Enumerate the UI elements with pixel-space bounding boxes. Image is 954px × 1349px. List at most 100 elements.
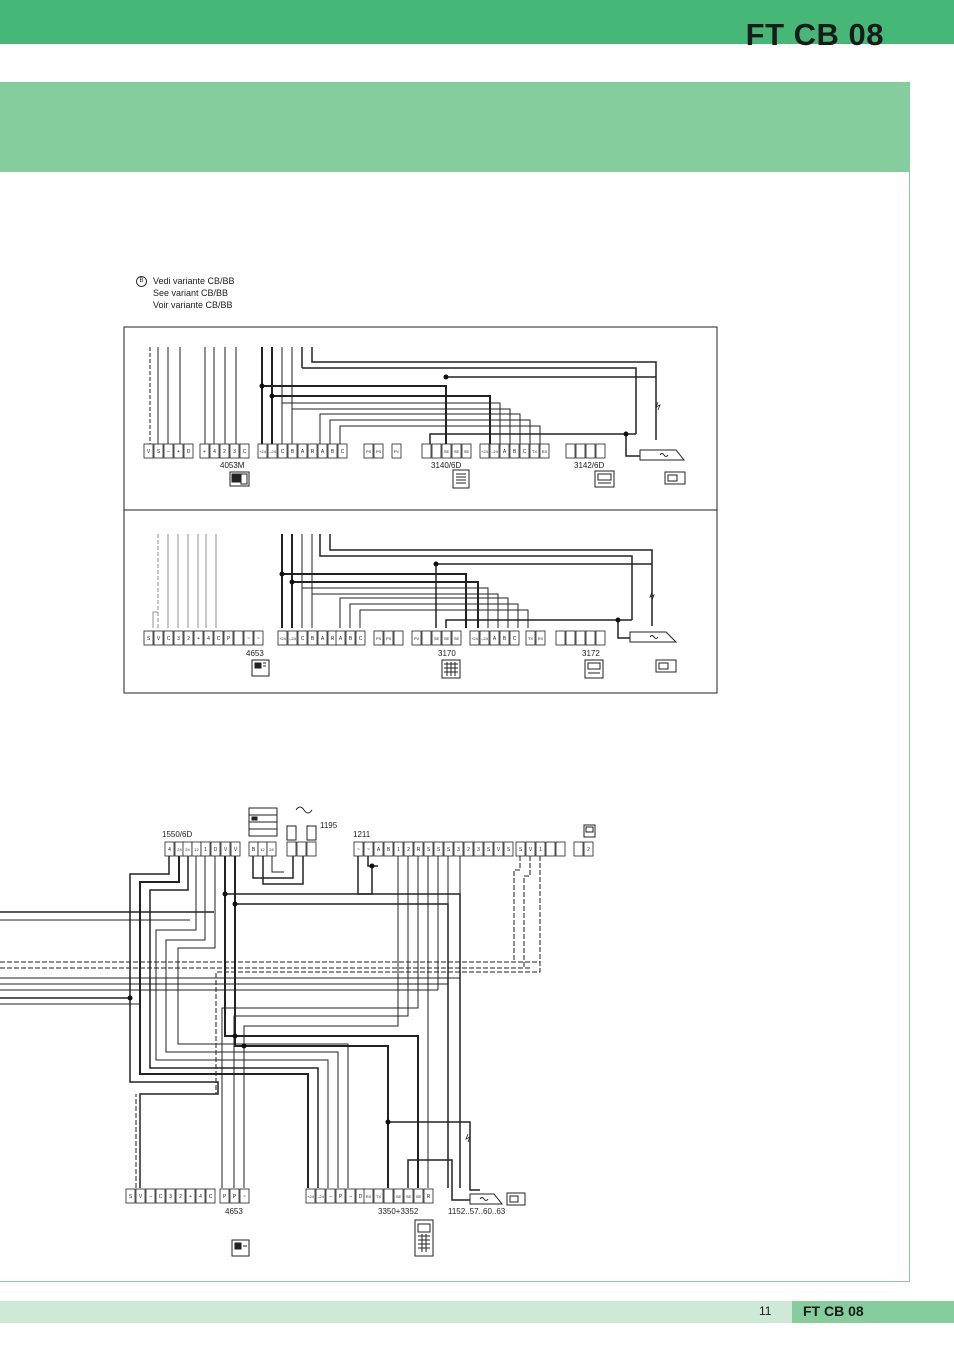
terminal-label: B bbox=[349, 636, 353, 642]
terminal-label: + bbox=[203, 449, 206, 455]
terminal-label: –24 bbox=[317, 1194, 324, 1199]
panel1-terminal-letters: V S – + D + 4 2 3 C +24 –24 C B A R A B … bbox=[147, 449, 548, 455]
terminal-label: R bbox=[417, 847, 421, 853]
panel1-terminal-strip-c bbox=[479, 443, 606, 459]
terminal-label: C bbox=[243, 449, 247, 455]
terminal-label: V bbox=[139, 1194, 143, 1200]
junction-dot bbox=[269, 393, 275, 399]
terminal-label: C bbox=[301, 636, 305, 642]
terminal-label: V bbox=[224, 847, 228, 853]
terminal-label: A bbox=[503, 449, 507, 455]
junction-dot bbox=[385, 1119, 391, 1125]
terminal-label: R bbox=[331, 636, 335, 642]
terminal-label: S bbox=[147, 636, 151, 642]
terminal-label: S bbox=[519, 847, 523, 853]
terminal-label: SE bbox=[396, 1194, 402, 1199]
controller-1550-icon bbox=[248, 807, 278, 837]
terminal-label: A bbox=[377, 847, 381, 853]
terminal-label: C bbox=[159, 1194, 163, 1200]
junction-dot bbox=[222, 891, 228, 897]
terminal-label: TX bbox=[376, 1194, 381, 1199]
terminal-label: PV bbox=[394, 449, 400, 454]
terminal-label: R bbox=[427, 1194, 431, 1200]
keypad-3350-icon bbox=[414, 1219, 434, 1257]
terminal-label: PS bbox=[386, 636, 392, 641]
panel-terminal-strip bbox=[305, 1188, 434, 1204]
terminal-label: V bbox=[529, 847, 533, 853]
bottom-terminal-letters: S V – C 3 2 + 4 C P P ~ +24 –24 – P – D … bbox=[129, 1194, 431, 1200]
terminal-label: B bbox=[331, 449, 335, 455]
switch-icon bbox=[649, 591, 655, 601]
junction-dot bbox=[127, 995, 133, 1001]
terminal-label: C bbox=[513, 636, 517, 642]
terminal-label: B bbox=[513, 449, 517, 455]
terminal-label: RX bbox=[366, 1194, 372, 1199]
terminal-label: PV bbox=[414, 636, 420, 641]
terminal-label: C bbox=[359, 636, 363, 642]
interface-terminal-strip bbox=[353, 841, 594, 857]
terminal-label: 2 bbox=[467, 847, 470, 853]
device-label-3350: 3350+3352 bbox=[378, 1207, 419, 1216]
terminal-label: 2 bbox=[407, 847, 410, 853]
terminal-label: B bbox=[291, 449, 295, 455]
junction-dot bbox=[241, 1043, 247, 1049]
terminal-label: SE bbox=[434, 636, 440, 641]
terminal-label: A bbox=[339, 636, 343, 642]
terminal-label: –24 bbox=[289, 636, 296, 641]
section-band bbox=[0, 82, 910, 172]
device-label-1211: 1211 bbox=[353, 830, 371, 839]
junction-dot bbox=[289, 579, 295, 585]
panel2-terminal-strip-a bbox=[143, 630, 264, 646]
terminal-label: +24 bbox=[259, 449, 267, 454]
terminal-label: 2 bbox=[179, 1194, 182, 1200]
lower-wiring bbox=[0, 856, 541, 1201]
terminal-label: 4 bbox=[207, 636, 210, 642]
terminal-label: 1 bbox=[204, 847, 207, 853]
terminal-label: + bbox=[177, 449, 180, 455]
handset-icon bbox=[506, 1192, 526, 1206]
terminal-label: S bbox=[157, 449, 161, 455]
terminal-label: SE bbox=[444, 449, 450, 454]
terminal-label: SE bbox=[444, 636, 450, 641]
terminal-label: ~ bbox=[367, 847, 370, 853]
terminal-label: –24 bbox=[491, 449, 498, 454]
terminal-label: – bbox=[149, 1194, 152, 1200]
lower-terminal-letters: 4 24 24 12 1 D V V B 12 24 ~ ~ A B 1 2 R… bbox=[168, 847, 590, 853]
terminal-label: + bbox=[197, 636, 200, 642]
device-label-1195: 1195 bbox=[320, 821, 338, 830]
terminal-label: ~ bbox=[257, 636, 260, 642]
terminal-label: A bbox=[321, 449, 325, 455]
transformer-1195-icon bbox=[286, 806, 317, 841]
door-lock-icon bbox=[629, 631, 678, 643]
terminal-label: D bbox=[187, 449, 191, 455]
terminal-label: – bbox=[349, 1194, 352, 1200]
handset-icon bbox=[655, 659, 677, 673]
device-label-1152: 1152..57..60..63 bbox=[448, 1207, 506, 1216]
terminal-label: P bbox=[227, 636, 231, 642]
terminal-label: C bbox=[167, 636, 171, 642]
switch-icon bbox=[465, 1133, 471, 1143]
terminal-label: SE bbox=[454, 636, 460, 641]
device-label-3142: 3142/6D bbox=[574, 461, 604, 470]
terminal-label: B bbox=[252, 847, 256, 853]
terminal-label: A bbox=[321, 636, 325, 642]
terminal-label: 3 bbox=[477, 847, 480, 853]
note-line-fr: Voir variante CB/BB bbox=[153, 300, 233, 310]
device-label-4653-lower: 4653 bbox=[225, 1207, 243, 1216]
terminal-label: S bbox=[427, 847, 431, 853]
page-title: FT CB 08 bbox=[745, 17, 884, 52]
terminal-label: – bbox=[329, 1194, 332, 1200]
terminal-label: 2 bbox=[187, 636, 190, 642]
terminal-label: +24 bbox=[471, 636, 479, 641]
terminal-label: PS bbox=[366, 449, 372, 454]
terminal-label: 3 bbox=[233, 449, 236, 455]
terminal-label: SE bbox=[416, 1194, 422, 1199]
terminal-label: C bbox=[209, 1194, 213, 1200]
variant-symbol-icon: B bbox=[136, 276, 147, 287]
junction-dot bbox=[623, 431, 629, 437]
right-border bbox=[909, 172, 910, 1282]
terminal-label: B bbox=[387, 847, 391, 853]
terminal-label: +24 bbox=[279, 636, 287, 641]
terminal-label: V bbox=[234, 847, 238, 853]
terminal-label: D bbox=[214, 847, 218, 853]
